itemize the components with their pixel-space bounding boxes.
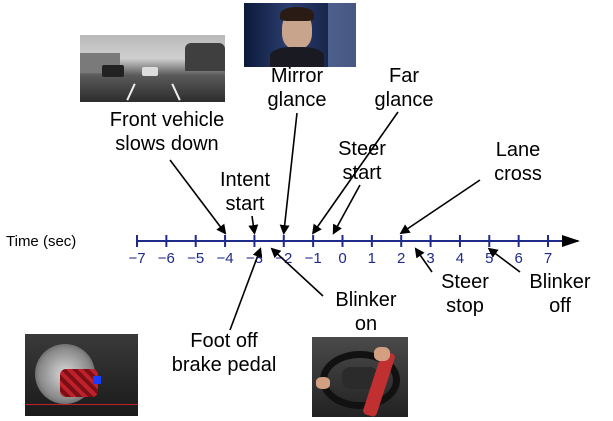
label-steer-stop: Steer stop <box>425 270 505 318</box>
arrow-mirror-glance <box>279 112 298 235</box>
steering-hand-photo <box>312 337 408 417</box>
tick-label: −6 <box>158 250 175 267</box>
arrow-far-glance <box>311 111 399 235</box>
label-line: cross <box>494 163 542 185</box>
label-line: Foot off <box>190 330 258 352</box>
label-intent-start: Intent start <box>205 168 285 216</box>
label-far-glance: Far glance <box>355 64 453 112</box>
label-line: Blinker <box>529 271 591 293</box>
label-line: Intent <box>219 169 271 191</box>
label-line: glance <box>267 89 327 111</box>
arrow-lane-cross <box>399 179 481 235</box>
arrow-blinker-on <box>270 247 324 297</box>
label-steer-start: Steer start <box>320 137 404 185</box>
tick-label: 6 <box>514 250 522 267</box>
label-line: on <box>354 313 378 335</box>
label-line: Blinker <box>335 289 397 311</box>
label-line: start <box>225 193 265 215</box>
tick-label: 2 <box>397 250 405 267</box>
label-blinker-on: Blinker on <box>318 288 414 336</box>
tick-label: 0 <box>338 250 346 267</box>
label-line: off <box>549 295 571 317</box>
tick-label: 1 <box>368 250 376 267</box>
label-line: glance <box>374 89 434 111</box>
tick-label: 4 <box>456 250 464 267</box>
axis-label: Time (sec) <box>6 233 77 250</box>
tick-label: 5 <box>485 250 493 267</box>
arrow-blinker-off <box>487 247 521 273</box>
tick-label: −7 <box>128 250 145 267</box>
arrow-intent-start <box>248 215 259 235</box>
label-lane-cross: Lane cross <box>478 138 558 186</box>
label-line: start <box>342 162 382 184</box>
arrow-foot-off-brake-pedal <box>229 247 263 331</box>
label-line: stop <box>446 295 484 317</box>
tick-label: −5 <box>187 250 204 267</box>
label-line: Front vehicle <box>109 109 225 131</box>
arrow-front-vehicle-slows-down <box>169 159 227 235</box>
foot-pedal-photo <box>25 334 138 416</box>
label-foot-off-brake-pedal: Foot off brake pedal <box>141 329 307 377</box>
tick-label: −4 <box>217 250 234 267</box>
label-line: Lane <box>495 139 541 161</box>
road-scene-photo <box>80 35 225 102</box>
label-line: brake pedal <box>171 354 277 376</box>
label-line: Steer <box>441 271 489 293</box>
driver-face-photo <box>244 3 356 67</box>
label-front-vehicle-slows-down: Front vehicle slows down <box>72 108 262 156</box>
tick-label: 7 <box>544 250 552 267</box>
label-line: Mirror <box>270 65 324 87</box>
label-line: Steer <box>338 138 386 160</box>
arrow-steer-start <box>332 184 361 235</box>
label-blinker-off: Blinker off <box>512 270 608 318</box>
label-line: slows down <box>115 133 219 155</box>
arrow-steer-stop <box>414 247 433 273</box>
label-line: Far <box>389 65 419 87</box>
label-mirror-glance: Mirror glance <box>248 64 346 112</box>
tick-label: 3 <box>426 250 434 267</box>
tick-label: −1 <box>305 250 322 267</box>
